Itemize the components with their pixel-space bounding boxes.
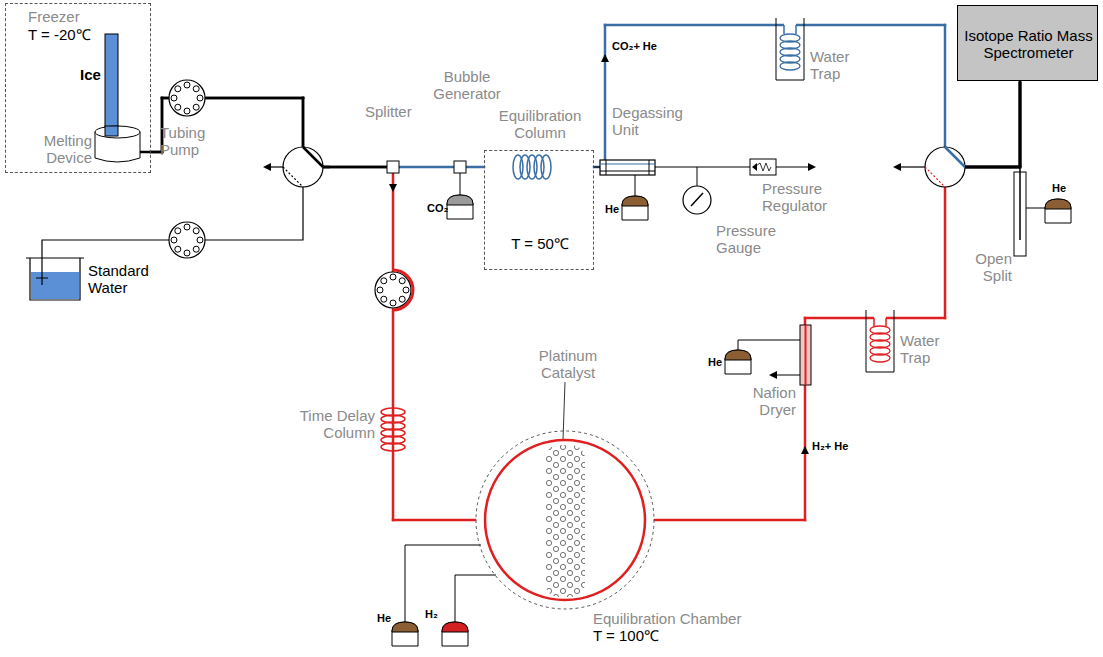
label-text: Water Trap bbox=[810, 48, 866, 82]
label-text: Ice bbox=[80, 66, 101, 83]
label-text: Splitter bbox=[365, 103, 412, 120]
equilibration-chamber: Equilibration ChamberT = 100℃ bbox=[475, 430, 655, 610]
label-text: He bbox=[605, 203, 619, 216]
label-text: Equilibration Chamber bbox=[593, 610, 773, 627]
tubing-connector bbox=[151, 98, 475, 520]
label-text: He bbox=[377, 612, 391, 625]
label-text: Platinum Catalyst bbox=[528, 347, 608, 381]
label-text: Time Delay Column bbox=[280, 407, 375, 441]
label-text: Equilibration Column bbox=[480, 107, 600, 141]
tubing-connector bbox=[655, 81, 1020, 520]
label-text: T = 50℃ bbox=[485, 235, 595, 252]
label-text: CO₂+ He bbox=[612, 40, 657, 53]
label-text: H₂ bbox=[425, 608, 438, 621]
label-text: Melting Device bbox=[28, 132, 92, 166]
label-text: Degassing Unit bbox=[612, 104, 692, 138]
label-text: Nafion Dryer bbox=[748, 384, 796, 418]
label-text: Water Trap bbox=[900, 332, 956, 366]
label-text: Freezer bbox=[28, 8, 108, 25]
equilibration-column-box: Equilibration ColumnT = 50℃ bbox=[484, 150, 594, 270]
label-text: CO₂ bbox=[427, 202, 448, 215]
label-text: T = 100℃ bbox=[593, 627, 713, 644]
chamber-outline bbox=[475, 430, 655, 610]
label-text: T = -20℃ bbox=[28, 26, 108, 43]
label-text: Open Split bbox=[972, 250, 1012, 284]
label-text: He bbox=[1052, 182, 1066, 195]
label-text: Pressure Regulator bbox=[762, 180, 842, 214]
label-text: Tubing Pump bbox=[160, 124, 216, 158]
label-text: Bubble Generator bbox=[430, 68, 504, 102]
label-text: Standard Water bbox=[88, 262, 160, 296]
label-text: Isotope Ratio Mass Spectrometer bbox=[964, 27, 1093, 61]
label-text: He bbox=[708, 356, 722, 369]
label-text: Pressure Gauge bbox=[716, 222, 786, 256]
mass-spectrometer-box: Isotope Ratio Mass Spectrometer bbox=[957, 5, 1098, 81]
label-text: H₂+ He bbox=[812, 440, 848, 453]
